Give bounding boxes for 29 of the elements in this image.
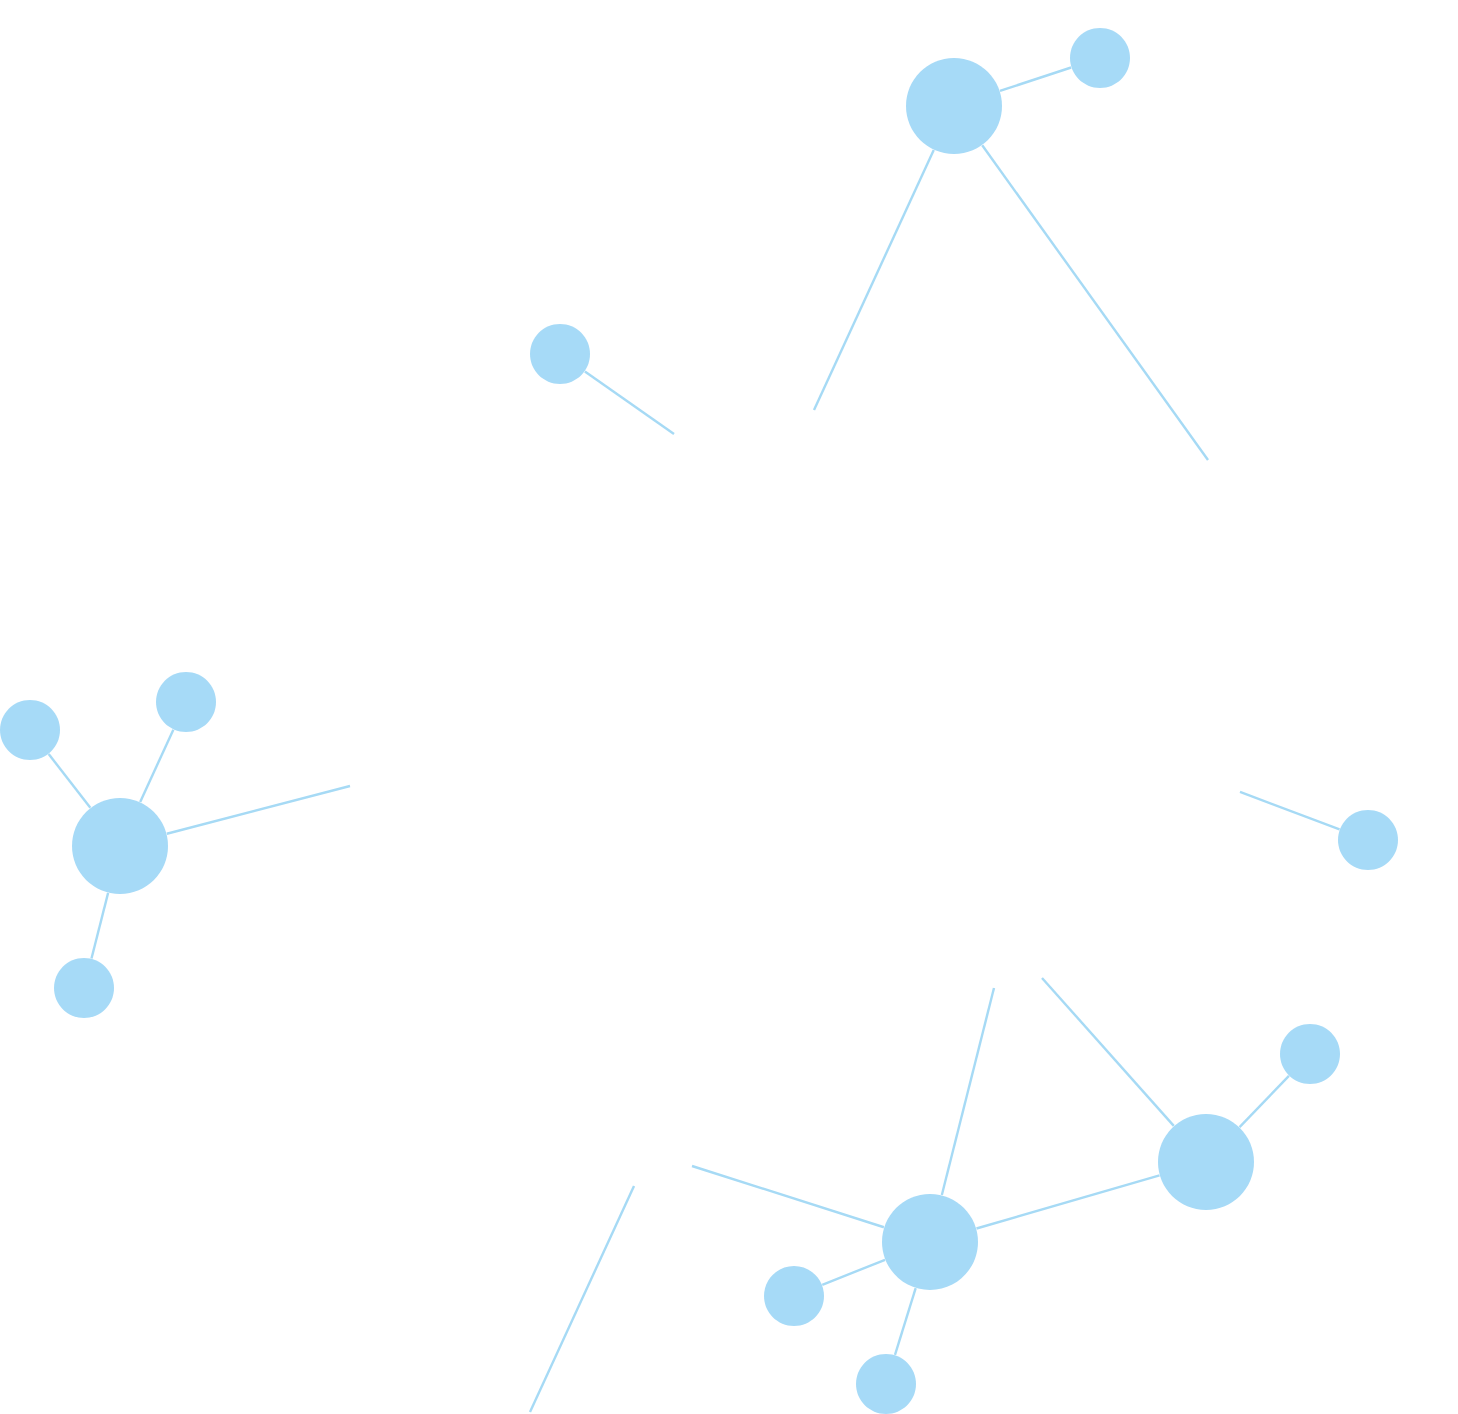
small-circle [856, 1354, 916, 1414]
connector-line [691, 1164, 885, 1229]
connector-line [139, 729, 175, 803]
small-circle [1070, 28, 1130, 88]
connector-line [1239, 790, 1340, 831]
connector-line [47, 753, 92, 809]
connector-line [981, 144, 1209, 461]
connector-line [976, 1174, 1160, 1230]
small-circle [54, 958, 114, 1018]
connector-line [893, 1287, 917, 1356]
connector-line [1238, 1075, 1290, 1128]
small-circle [530, 324, 590, 384]
large-circle [906, 58, 1002, 154]
small-circle [0, 700, 60, 760]
connector-line [90, 892, 110, 959]
small-circle [1338, 810, 1398, 870]
small-circle [1280, 1024, 1340, 1084]
connector-line [812, 149, 935, 411]
large-circle [882, 1194, 978, 1290]
connector-line [999, 66, 1072, 93]
connector-line [1041, 977, 1175, 1127]
connector-line [584, 370, 675, 435]
small-circle [764, 1266, 824, 1326]
connector-line [940, 987, 996, 1196]
small-circle [156, 672, 216, 732]
large-circle [1158, 1114, 1254, 1210]
connector-line [166, 784, 351, 835]
large-circle [72, 798, 168, 894]
connector-line [821, 1258, 886, 1286]
